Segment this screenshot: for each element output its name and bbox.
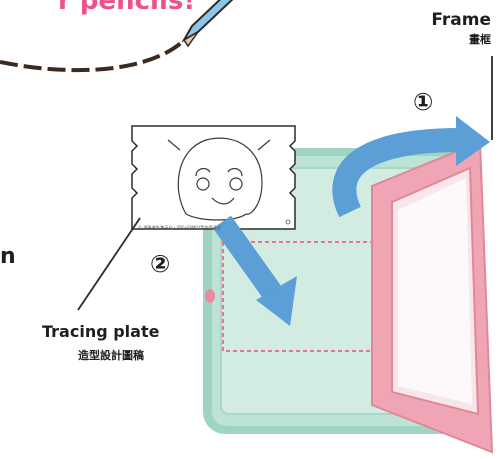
tracing-plate-card	[132, 126, 295, 229]
step-2-number: ②	[150, 250, 170, 278]
step-1-number: ①	[413, 88, 433, 116]
headline: r pencils!	[58, 0, 195, 16]
plate-leader-line	[78, 218, 140, 310]
tracing-plate-label-zh: 造型設計圖稿	[78, 347, 144, 363]
frame-label-zh: 畫框	[469, 31, 491, 47]
tracing-plate-label: Tracing plate	[42, 322, 159, 341]
frame-label: Frame	[431, 10, 491, 30]
cropped-text: n	[0, 244, 16, 269]
plate-copyright: © 遠藤達哉/集英社・SPY×FAMILY製作委員会	[138, 225, 221, 231]
frame	[372, 142, 492, 452]
